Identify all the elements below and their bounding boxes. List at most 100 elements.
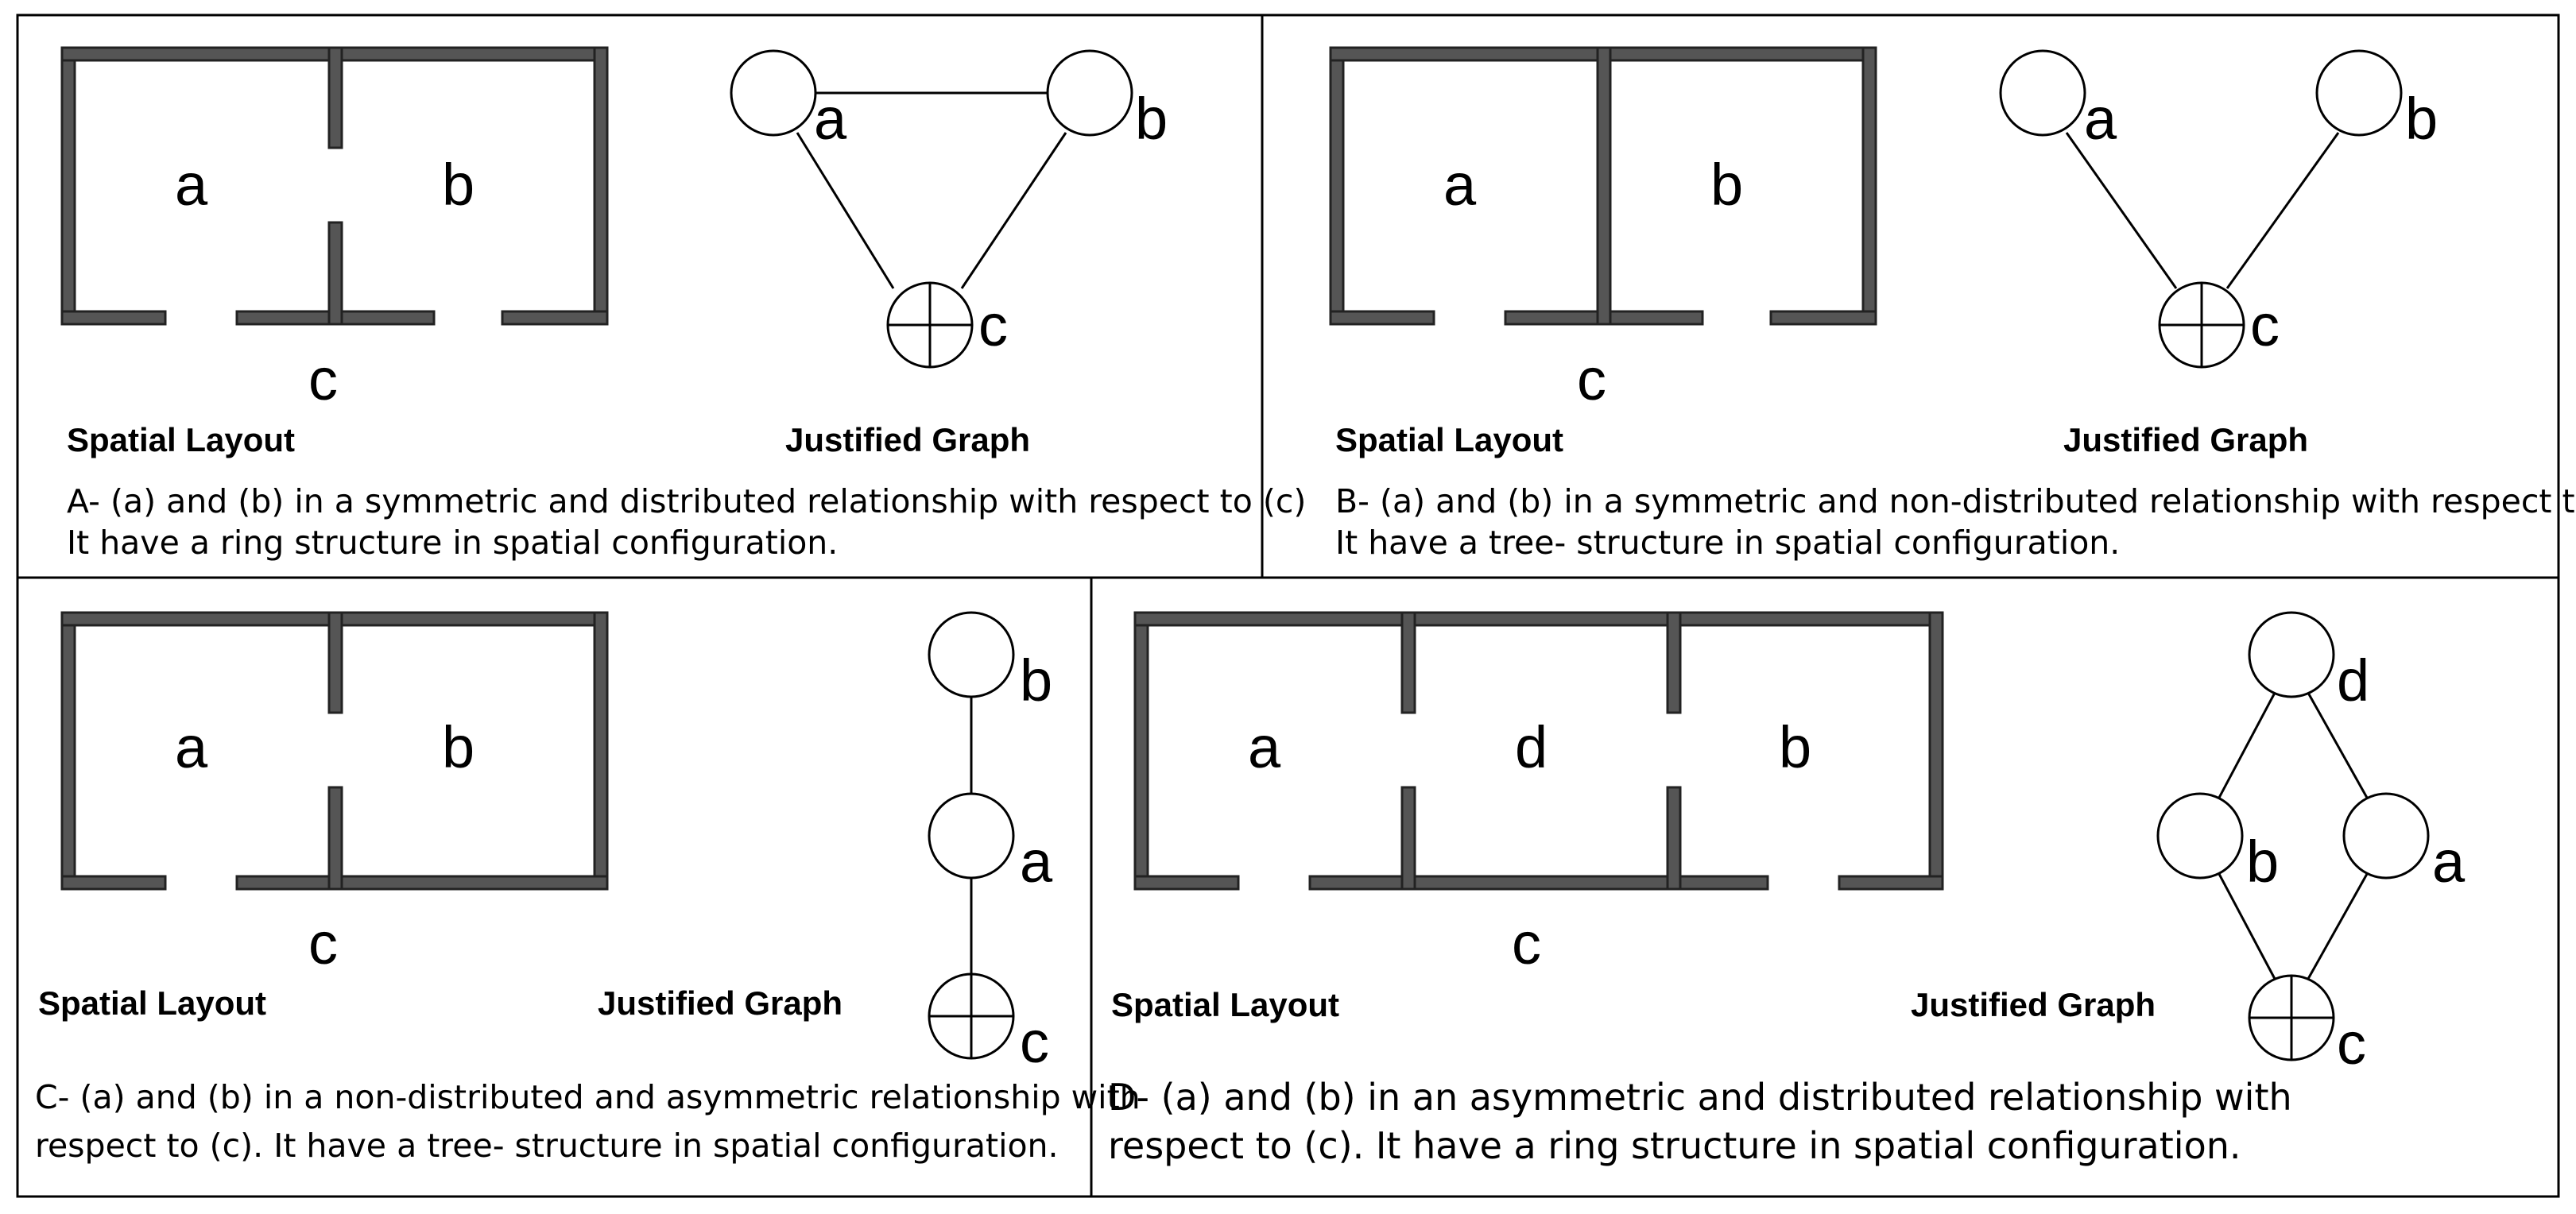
- caption-line-2: respect to (c). It have a tree- structur…: [35, 1127, 1059, 1165]
- caption-line-2: It have a tree- structure in spatial con…: [1335, 524, 2120, 562]
- room-label-a: a: [175, 714, 208, 780]
- wall-bottom-left: [1329, 310, 1435, 326]
- justified-graph-heading: Justified Graph: [785, 421, 1030, 458]
- node-label-c: c: [2250, 292, 2280, 358]
- caption-line-1: C- (a) and (b) in a non-distributed and …: [35, 1078, 1141, 1116]
- node-label-c: c: [2337, 1011, 2366, 1077]
- node-label-a: a: [2432, 829, 2466, 895]
- node-label-b: b: [1135, 86, 1168, 152]
- node-d: [2248, 611, 2335, 698]
- wall-bottom-left: [1133, 875, 1240, 891]
- wall-left: [60, 46, 76, 326]
- wall-right: [1928, 611, 1944, 891]
- room-label-b: b: [1779, 714, 1811, 780]
- room-label-c: c: [308, 910, 338, 976]
- node-a: [928, 792, 1015, 880]
- room-label-c: c: [1512, 910, 1541, 976]
- panel-d-justified-graph: d b a c: [2156, 611, 2466, 1077]
- node-label-d: d: [2337, 648, 2369, 713]
- edge-a-c: [796, 132, 895, 289]
- node-b: [2315, 49, 2403, 137]
- panel-b-floor-plan: a b c: [1329, 46, 1877, 412]
- room-label-a: a: [1443, 152, 1477, 218]
- justified-graph-heading: Justified Graph: [1911, 986, 2156, 1023]
- edge-b-c: [2218, 873, 2276, 980]
- node-label-b: b: [2246, 829, 2279, 895]
- wall-left: [60, 611, 76, 891]
- panel-d-floor-plan: a d b c: [1133, 611, 1944, 976]
- caption-line-1: A- (a) and (b) in a symmetric and distri…: [67, 482, 1306, 520]
- panel-a-justified-graph: a b c: [730, 49, 1168, 369]
- edge-d-a: [2307, 692, 2369, 798]
- panel-c: a b c b a c Spatial Layout Justified Gra…: [35, 611, 1141, 1165]
- justified-graph-heading: Justified Graph: [2063, 421, 2308, 458]
- room-label-c: c: [1577, 346, 1606, 412]
- caption-line-1: D- (a) and (b) in an asymmetric and dist…: [1108, 1076, 2292, 1119]
- partition-left-lower: [1400, 786, 1416, 891]
- outer-frame: [16, 14, 2560, 1198]
- wall-bottom-right: [501, 310, 609, 326]
- caption-line-2: It have a ring structure in spatial conf…: [67, 524, 838, 562]
- edge-b-c: [2225, 132, 2340, 289]
- wall-bottom-left: [60, 310, 167, 326]
- room-label-a: a: [175, 152, 208, 218]
- partition-lower: [327, 221, 343, 326]
- node-a: [2342, 792, 2430, 880]
- node-label-a: a: [2084, 86, 2117, 152]
- wall-left: [1133, 611, 1149, 891]
- room-label-b: b: [442, 714, 475, 780]
- wall-top: [1133, 611, 1944, 627]
- wall-bottom-middle: [1308, 875, 1769, 891]
- partition-upper: [327, 46, 343, 149]
- node-label-c: c: [978, 292, 1008, 358]
- caption-line-2: respect to (c). It have a ring structure…: [1108, 1124, 2241, 1167]
- spatial-layout-heading: Spatial Layout: [38, 984, 266, 1022]
- wall-right: [593, 611, 609, 891]
- node-label-b: b: [1020, 648, 1052, 713]
- partition-left-upper: [1400, 611, 1416, 714]
- edge-d-b: [2218, 692, 2276, 798]
- node-a: [1999, 49, 2086, 137]
- wall-right: [593, 46, 609, 326]
- room-label-a: a: [1248, 714, 1281, 780]
- panel-c-floor-plan: a b c: [60, 611, 609, 976]
- node-b: [2156, 792, 2244, 880]
- caption-line-1: B- (a) and (b) in a symmetric and non-di…: [1335, 482, 2576, 520]
- partition-lower: [327, 786, 343, 891]
- spatial-layout-heading: Spatial Layout: [1111, 986, 1339, 1023]
- spatial-layout-heading: Spatial Layout: [1335, 421, 1563, 458]
- edge-a-c: [2065, 132, 2178, 289]
- wall-bottom-right: [1838, 875, 1944, 891]
- edge-a-c: [2307, 873, 2369, 980]
- edge-b-c: [960, 132, 1067, 289]
- partition-full: [1596, 46, 1612, 326]
- panel-a-floor-plan: a b c: [60, 46, 609, 412]
- panel-a: a b c a b c Spatial Layout Justified Gra…: [60, 46, 1306, 562]
- panel-d: a d b c d b a c Spatial Layout Justified…: [1108, 611, 2466, 1167]
- node-a: [730, 49, 817, 137]
- wall-right: [1861, 46, 1877, 326]
- node-label-c: c: [1020, 1009, 1049, 1075]
- room-label-c: c: [308, 346, 338, 412]
- room-label-b: b: [442, 152, 475, 218]
- partition-upper: [327, 611, 343, 714]
- room-label-b: b: [1710, 152, 1743, 218]
- node-b: [928, 611, 1015, 698]
- panel-b: a b c a b c Spatial Layout Justified Gra…: [1329, 46, 2576, 562]
- panel-b-justified-graph: a b c: [1999, 49, 2438, 369]
- panel-c-justified-graph: b a c: [928, 611, 1053, 1075]
- node-b: [1046, 49, 1133, 137]
- node-label-a: a: [1020, 829, 1053, 895]
- partition-right-lower: [1666, 786, 1682, 891]
- node-label-a: a: [814, 86, 847, 152]
- partition-right-upper: [1666, 611, 1682, 714]
- spatial-layout-heading: Spatial Layout: [67, 421, 295, 458]
- node-label-b: b: [2405, 86, 2438, 152]
- justified-graph-heading: Justified Graph: [598, 984, 843, 1022]
- wall-bottom-left: [60, 875, 167, 891]
- wall-bottom-right: [1769, 310, 1877, 326]
- room-label-d: d: [1515, 714, 1548, 780]
- wall-bottom-right: [235, 875, 609, 891]
- wall-left: [1329, 46, 1345, 326]
